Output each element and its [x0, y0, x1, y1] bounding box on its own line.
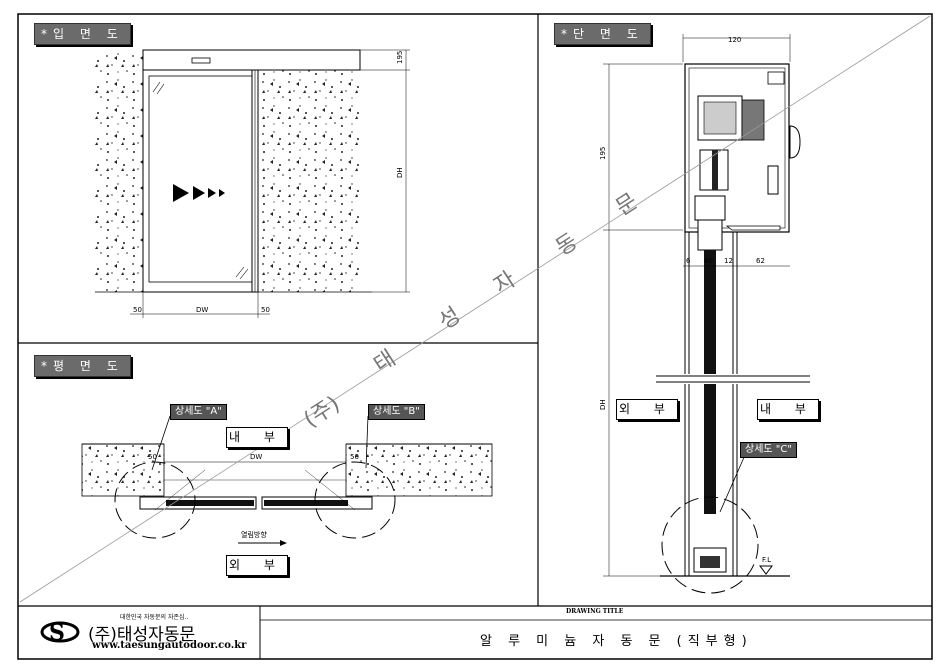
elevation-right-dim: 50 [261, 306, 270, 314]
section-dim-6: 6 [686, 257, 691, 265]
drawing-title: 알 루 미 늄 자 동 문 (직부형) [480, 634, 753, 649]
callout-a: 상세도 "A" [170, 404, 227, 420]
plan-left-dim: 50 [148, 453, 157, 461]
plan-open-direction: 열림방향 [241, 530, 267, 539]
plan-dw-label: DW [250, 453, 262, 461]
elevation-top-dim: 195 [396, 51, 404, 64]
company-logo: S [40, 620, 80, 646]
watermark-char: 문 [612, 189, 643, 221]
drawing-title-label: DRAWING TITLE [566, 608, 624, 615]
company-slogan: 대한민국 자동문의 자존심.. [120, 614, 189, 621]
callout-c: 상세도 "C" [740, 442, 797, 458]
watermark-diagonal-line [19, 15, 931, 603]
section-inside-label: 내 부 [757, 399, 819, 420]
open-direction-arrows-icon [173, 184, 225, 202]
section-dh-label: DH [599, 399, 607, 410]
plan-inside-label: 내 부 [226, 427, 288, 448]
section-outside-label: 외 부 [616, 399, 678, 420]
section-dim-40: 40 [704, 257, 713, 265]
elevation-dh-label: DH [396, 167, 404, 178]
section-title: *단 면 도 [554, 23, 651, 45]
watermark-char: 자 [490, 267, 521, 299]
section-drawing: 120 195 DH 6 40 12 62 [599, 34, 810, 594]
watermark-char: 성 [435, 303, 466, 335]
elevation-left-dim: 50 [133, 306, 142, 314]
plan-outside-label: 외 부 [226, 555, 288, 576]
elevation-dw-label: DW [196, 306, 208, 314]
section-width-dim: 120 [728, 36, 741, 44]
section-height-dim: 195 [599, 147, 607, 160]
section-dim-12: 12 [724, 257, 733, 265]
watermark-char: 태 [370, 346, 401, 378]
company-name: (주)태성자동문 [88, 625, 196, 645]
elevation-title: *입 면 도 [34, 23, 131, 45]
watermark-char: (주) [300, 392, 345, 433]
elevation-drawing: DW 50 50 195 DH [95, 49, 410, 318]
section-fl-label: F.L [762, 556, 771, 564]
svg-text:S: S [49, 620, 65, 646]
company-url: www.taesungautodoor.co.kr [92, 640, 247, 651]
section-dim-62: 62 [756, 257, 765, 265]
plan-title: *평 면 도 [34, 355, 131, 377]
plan-right-dim: 50 [350, 453, 359, 461]
callout-b: 상세도 "B" [368, 404, 425, 420]
